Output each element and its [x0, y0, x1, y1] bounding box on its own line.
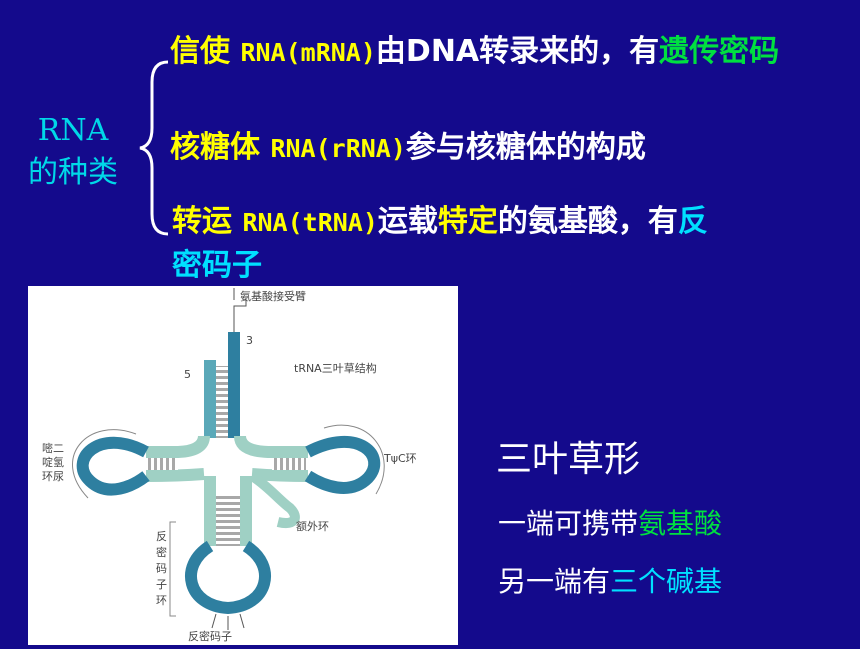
rrna-abbr: RNA(rRNA) — [270, 134, 406, 163]
variable-loop-label: 额外环 — [296, 520, 329, 533]
trna-abbr: RNA(tRNA) — [242, 208, 378, 237]
five-prime-label: 5 — [184, 368, 191, 381]
trna-cloverleaf-figure: 氨基酸接受臂 3 5 tRNA三叶草结构 嘧二 啶氢 环尿 TψC环 额外环 反… — [28, 286, 458, 645]
t-loop-label: TψC环 — [383, 452, 417, 465]
d-loop-label-1: 嘧二 — [42, 441, 64, 455]
mrna-abbr: RNA(mRNA) — [240, 38, 376, 67]
side-line-1-a: 一端可携带 — [498, 507, 639, 540]
rna-label-line1: RNA — [37, 113, 109, 148]
mrna-line: 信使 RNA(mRNA)由DNA转录来的，有遗传密码 — [170, 26, 779, 70]
trna-name: 转运 — [172, 204, 232, 239]
mrna-name: 信使 — [170, 34, 230, 69]
rna-label-line2: 的种类 — [28, 155, 118, 190]
side-line-1-b: 氨基酸 — [638, 507, 723, 540]
cloverleaf-title: 三叶草形 — [496, 439, 641, 480]
side-line-1: 一端可携带氨基酸 — [498, 502, 722, 542]
trna-desc-a: 运载 — [377, 204, 438, 239]
trna-line: 转运 RNA(tRNA)运载特定的氨基酸，有反 — [172, 196, 708, 240]
side-line-2-b: 三个碱基 — [610, 565, 723, 598]
rrna-desc: 参与核糖体的构成 — [405, 130, 646, 165]
anticodon-loop-label-5: 环 — [156, 594, 167, 607]
figure-title-label: tRNA三叶草结构 — [294, 361, 377, 375]
three-prime-label: 3 — [246, 334, 253, 347]
variable-loop — [249, 471, 300, 528]
rna-types-label: RNA 的种类 — [18, 110, 128, 194]
side-line-2-a: 另一端有 — [498, 565, 611, 598]
anticodon-loop-label-1: 反 — [156, 530, 167, 543]
anticodon-loop-label-3: 码 — [156, 562, 167, 575]
d-arm — [72, 429, 210, 499]
anticodon-loop-label-2: 密 — [156, 545, 167, 559]
mrna-highlight: 遗传密码 — [659, 34, 780, 69]
d-loop-label-2: 啶氢 — [42, 455, 64, 469]
anticodon-arm — [169, 476, 271, 630]
side-line-2: 另一端有三个碱基 — [498, 560, 722, 600]
trna-desc-b: 的氨基酸，有 — [497, 204, 678, 239]
trna-highlight-b: 反 — [677, 204, 708, 239]
d-loop-label-3: 环尿 — [42, 470, 64, 483]
trna-highlight-a: 特定 — [437, 204, 498, 239]
rrna-line: 核糖体 RNA(rRNA)参与核糖体的构成 — [170, 122, 646, 166]
anticodon-label: 反密码子 — [188, 629, 232, 643]
trna-line-cont: 密码子 — [172, 248, 262, 283]
rrna-name: 核糖体 — [170, 130, 260, 165]
mrna-desc: 由DNA转录来的，有 — [375, 34, 660, 69]
brace-icon — [139, 60, 169, 236]
acceptor-arm-label: 氨基酸接受臂 — [240, 289, 306, 303]
anticodon-loop-label-4: 子 — [156, 578, 167, 591]
acceptor-stem — [204, 288, 247, 438]
